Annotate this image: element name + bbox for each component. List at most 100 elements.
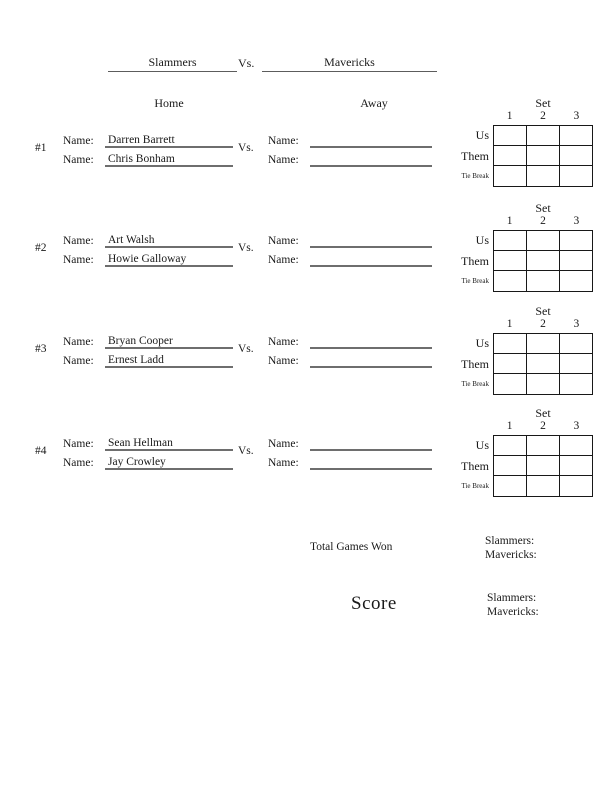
row-label-tiebreak: Tie Break (461, 172, 489, 180)
row-label-them: Them (461, 148, 489, 163)
home-player1-field[interactable]: Darren Barrett (105, 133, 233, 148)
set-cell-tiebreak-3[interactable] (559, 165, 593, 187)
set-cell-us-1[interactable] (493, 229, 527, 252)
set-cell-us-3[interactable] (559, 434, 593, 457)
set-grid-title: Set (535, 201, 551, 215)
match-block-2: #2 Name: Art Walsh Name: Howie Galloway … (0, 233, 460, 269)
set-score-table (493, 124, 593, 187)
away-player2-field[interactable] (310, 353, 432, 368)
set-cell-us-3[interactable] (559, 229, 593, 252)
set-cell-them-2[interactable] (526, 250, 560, 272)
player-row: Name: Darren Barrett (63, 133, 233, 148)
set-cell-tiebreak-2[interactable] (526, 270, 560, 292)
set-col-2: 2 (540, 110, 546, 122)
home-player2-field[interactable]: Ernest Ladd (105, 353, 233, 368)
row-label-us: Us (475, 336, 489, 350)
row-label-them: Them (461, 253, 489, 268)
home-player2-field[interactable]: Chris Bonham (105, 152, 233, 167)
row-label-us: Us (475, 233, 489, 247)
home-player2-field[interactable]: Jay Crowley (105, 455, 233, 470)
away-player1-field[interactable] (310, 436, 432, 451)
set-cell-us-3[interactable] (559, 332, 593, 355)
name-label: Name: (268, 154, 299, 166)
set-cell-them-1[interactable] (493, 353, 527, 375)
set-score-table (493, 332, 593, 395)
name-label: Name: (268, 457, 299, 469)
away-player1-field[interactable] (310, 233, 432, 248)
away-player1-field[interactable] (310, 133, 432, 148)
set-cell-us-1[interactable] (493, 124, 527, 147)
set-col-1: 1 (506, 318, 513, 330)
away-player2-field[interactable] (310, 152, 432, 167)
set-grid-row-labels: Us Them Tie Break (451, 125, 493, 187)
row-label-tiebreak: Tie Break (461, 482, 489, 490)
player-row: Name: Howie Galloway (63, 252, 233, 267)
match-block-3: #3 Name: Bryan Cooper Name: Ernest Ladd … (0, 334, 460, 370)
home-player1-field[interactable]: Bryan Cooper (105, 334, 233, 349)
set-cell-tiebreak-2[interactable] (526, 475, 560, 497)
name-label: Name: (63, 438, 94, 450)
home-players: Name: Bryan Cooper Name: Ernest Ladd (63, 334, 233, 368)
set-cell-us-3[interactable] (559, 124, 593, 147)
set-cell-them-3[interactable] (559, 250, 593, 272)
set-grid-column-headers: 1 2 3 (493, 318, 593, 332)
set-grid-1: Set 1 2 3 Us Them Tie Break (451, 96, 611, 187)
set-cell-them-1[interactable] (493, 145, 527, 167)
name-label: Name: (268, 336, 299, 348)
name-label: Name: (63, 235, 94, 247)
set-cell-them-2[interactable] (526, 455, 560, 477)
set-grid-row-labels: Us Them Tie Break (451, 435, 493, 497)
set-cell-tiebreak-1[interactable] (493, 373, 527, 395)
match-block-4: #4 Name: Sean Hellman Name: Jay Crowley … (0, 436, 460, 472)
set-grid-4: Set 1 2 3 Us Them Tie Break (451, 406, 611, 497)
row-label-tiebreak: Tie Break (461, 380, 489, 388)
home-player2-field[interactable]: Howie Galloway (105, 252, 233, 267)
set-cell-them-3[interactable] (559, 353, 593, 375)
total-games-won-values: Slammers: Mavericks: (485, 535, 537, 562)
set-cell-us-1[interactable] (493, 332, 527, 355)
away-players: Name: Name: (268, 436, 432, 470)
set-col-2: 2 (540, 420, 546, 432)
set-cell-tiebreak-3[interactable] (559, 270, 593, 292)
home-player1-field[interactable]: Art Walsh (105, 233, 233, 248)
row-label-us: Us (475, 438, 489, 452)
away-player2-field[interactable] (310, 455, 432, 470)
away-player2-field[interactable] (310, 252, 432, 267)
away-column-header: Away (360, 96, 388, 110)
set-cell-tiebreak-1[interactable] (493, 270, 527, 292)
set-cell-them-2[interactable] (526, 353, 560, 375)
set-cell-them-1[interactable] (493, 455, 527, 477)
set-grid-column-headers: 1 2 3 (493, 110, 593, 124)
set-cell-tiebreak-3[interactable] (559, 373, 593, 395)
away-player1-field[interactable] (310, 334, 432, 349)
set-cell-us-2[interactable] (526, 229, 560, 252)
home-players: Name: Sean Hellman Name: Jay Crowley (63, 436, 233, 470)
home-player1-field[interactable]: Sean Hellman (105, 436, 233, 451)
player-row: Name: (268, 252, 432, 267)
row-label-tiebreak: Tie Break (461, 277, 489, 285)
set-cell-them-3[interactable] (559, 145, 593, 167)
vs-label: Vs. (238, 242, 254, 254)
set-cell-us-2[interactable] (526, 332, 560, 355)
set-cell-tiebreak-1[interactable] (493, 475, 527, 497)
set-cell-tiebreak-3[interactable] (559, 475, 593, 497)
set-grid-3: Set 1 2 3 Us Them Tie Break (451, 304, 611, 395)
set-cell-us-1[interactable] (493, 434, 527, 457)
set-cell-tiebreak-1[interactable] (493, 165, 527, 187)
set-cell-us-2[interactable] (526, 124, 560, 147)
set-cell-them-1[interactable] (493, 250, 527, 272)
set-grid-title: Set (535, 304, 551, 318)
set-grid-2: Set 1 2 3 Us Them Tie Break (451, 201, 611, 292)
set-cell-tiebreak-2[interactable] (526, 165, 560, 187)
set-cell-us-2[interactable] (526, 434, 560, 457)
total-games-slammers-label: Slammers: (485, 535, 535, 547)
set-cell-them-3[interactable] (559, 455, 593, 477)
player-row: Name: (268, 455, 432, 470)
player-row: Name: (268, 152, 432, 167)
away-players: Name: Name: (268, 233, 432, 267)
set-grid-row-labels: Us Them Tie Break (451, 333, 493, 395)
set-cell-them-2[interactable] (526, 145, 560, 167)
set-grid-column-headers: 1 2 3 (493, 215, 593, 229)
total-games-won-label: Total Games Won (310, 541, 393, 553)
set-cell-tiebreak-2[interactable] (526, 373, 560, 395)
